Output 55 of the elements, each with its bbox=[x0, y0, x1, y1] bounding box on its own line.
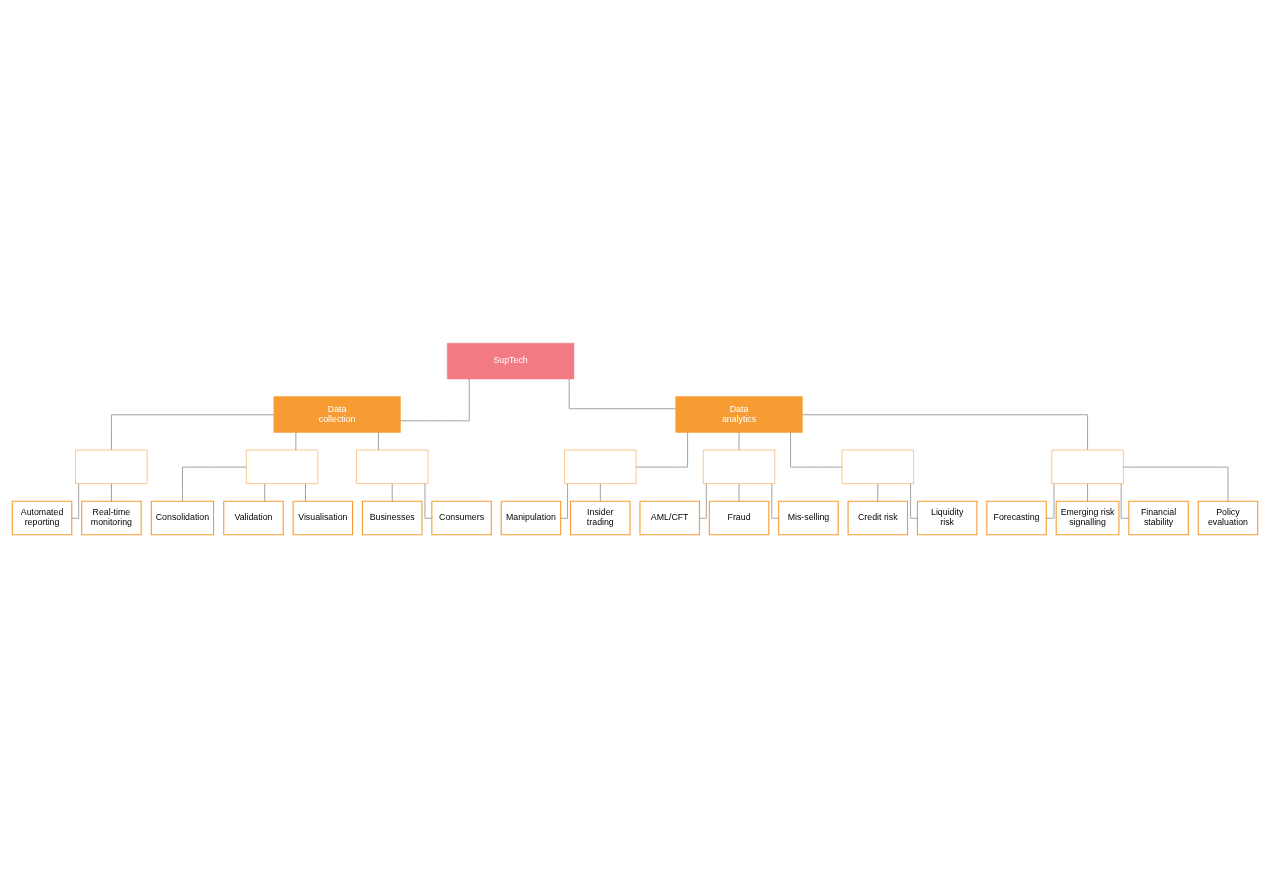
node-box: Forecasting bbox=[986, 500, 1047, 536]
node-box: AML/CFT bbox=[639, 500, 700, 536]
node-box: Financial stability bbox=[1128, 500, 1189, 536]
node-box: Data collection bbox=[273, 396, 401, 433]
connector bbox=[182, 466, 247, 502]
node-box: Fraud bbox=[708, 500, 770, 536]
node-box: Businesses bbox=[361, 500, 423, 536]
connector bbox=[771, 483, 779, 519]
connector bbox=[378, 432, 379, 451]
node-box bbox=[246, 449, 319, 484]
connector bbox=[1122, 466, 1229, 502]
connector bbox=[699, 483, 707, 519]
connector bbox=[400, 378, 470, 422]
connector bbox=[1087, 483, 1088, 502]
node-box bbox=[356, 449, 429, 484]
connector bbox=[1046, 483, 1055, 519]
node-box: Consolidation bbox=[150, 500, 215, 536]
connector bbox=[305, 483, 306, 502]
node-box bbox=[1051, 449, 1124, 484]
connector bbox=[560, 483, 568, 519]
connector bbox=[295, 432, 297, 451]
connector bbox=[71, 483, 80, 519]
node-box bbox=[703, 449, 776, 484]
node-box: Manipulation bbox=[500, 500, 562, 536]
node-box: Mis-selling bbox=[778, 500, 839, 536]
connector bbox=[738, 483, 740, 502]
node-box: Credit risk bbox=[847, 500, 909, 536]
connector bbox=[264, 483, 266, 502]
node-box: Real-time monitoring bbox=[81, 500, 142, 536]
node-box: Validation bbox=[223, 500, 284, 536]
connector bbox=[910, 483, 918, 519]
connector bbox=[802, 414, 1088, 451]
connector bbox=[391, 483, 393, 502]
node-box: Policy evaluation bbox=[1197, 500, 1259, 536]
node-box: Visualisation bbox=[292, 500, 354, 536]
connector bbox=[1120, 483, 1130, 519]
connector bbox=[738, 432, 740, 451]
connector bbox=[424, 483, 433, 519]
node-box: Automated reporting bbox=[11, 500, 73, 536]
connector bbox=[111, 414, 275, 451]
node-box: Liquidity risk bbox=[916, 500, 978, 536]
node-box: SupTech bbox=[447, 342, 575, 380]
connector bbox=[599, 483, 601, 502]
node-box: Emerging risk signalling bbox=[1055, 500, 1120, 536]
connector bbox=[635, 432, 688, 468]
connector bbox=[568, 378, 676, 410]
node-box: Insider trading bbox=[570, 500, 631, 536]
node-box: Data analytics bbox=[675, 396, 803, 433]
connector bbox=[111, 483, 112, 502]
node-box bbox=[841, 449, 914, 484]
connector bbox=[877, 483, 879, 502]
node-box: Consumers bbox=[431, 500, 492, 536]
connector bbox=[790, 432, 843, 468]
node-box bbox=[75, 449, 148, 484]
node-box bbox=[564, 449, 637, 484]
